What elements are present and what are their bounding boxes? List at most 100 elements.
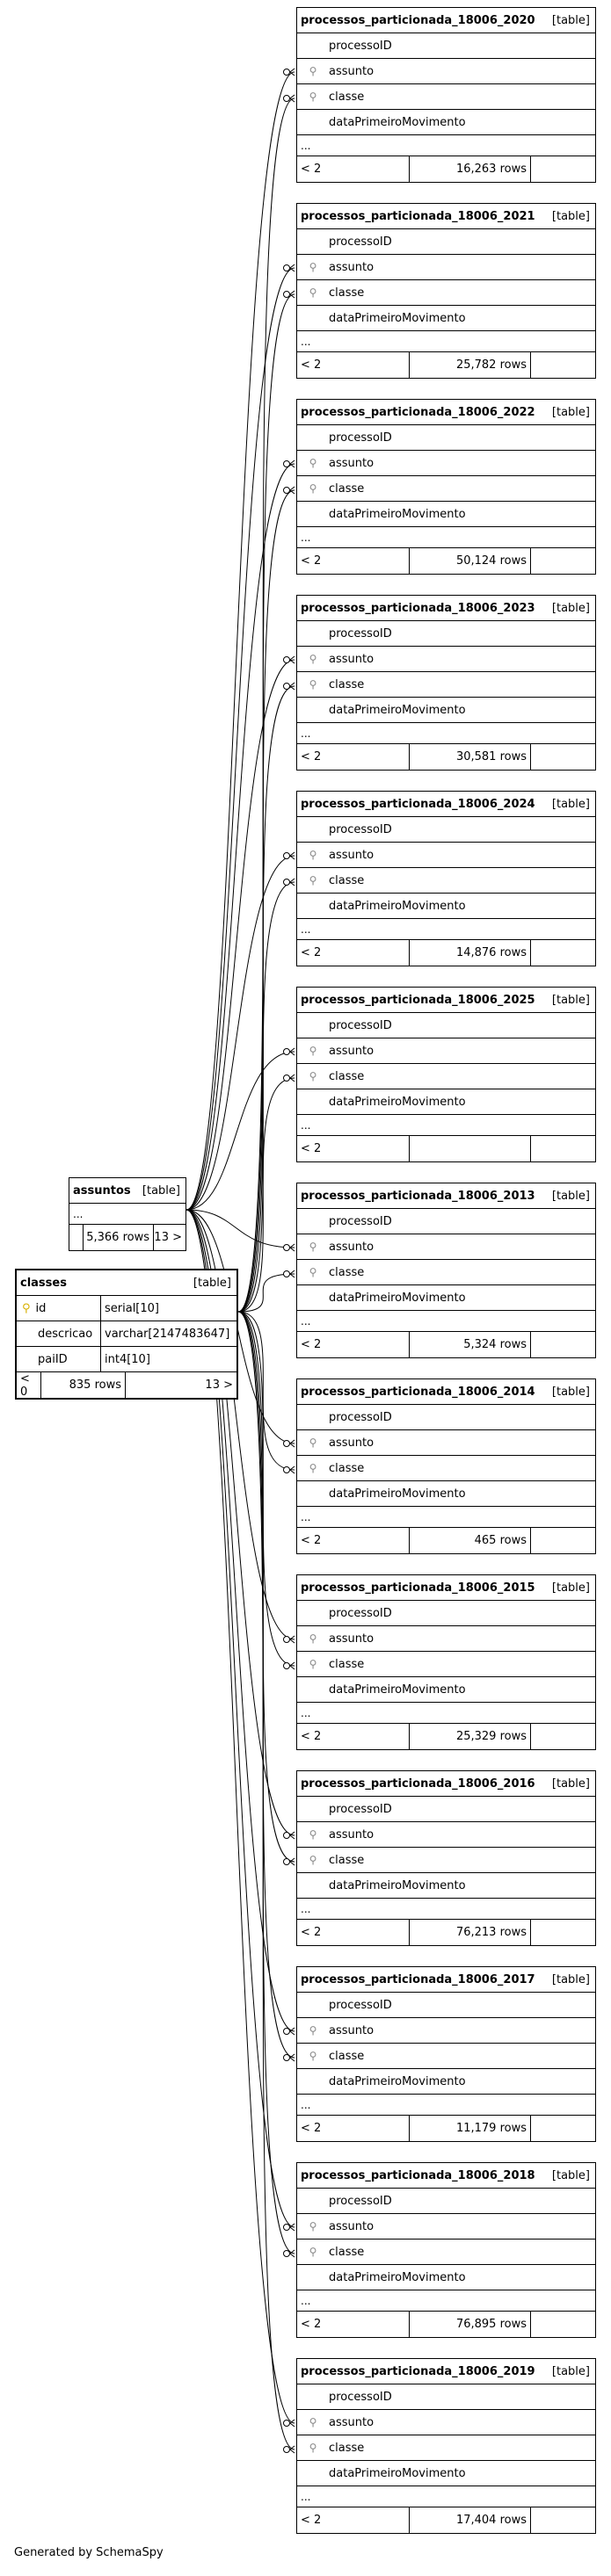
column-row-descricao: descricao varchar[2147483647] xyxy=(17,1321,236,1347)
more-columns: ... xyxy=(297,723,595,744)
column-row: ⚲assunto xyxy=(297,2018,595,2044)
table-kind: [table] xyxy=(551,1776,590,1791)
footer-left: < 0 xyxy=(17,1372,41,1399)
edge-endpoint-marker xyxy=(283,852,290,859)
column-name: processoID xyxy=(329,2390,392,2404)
column-name: classe xyxy=(329,1265,365,1279)
edge-crowfoot-marker xyxy=(289,1243,295,1252)
table-partition[interactable]: processos_particionada_18006_2017[table]… xyxy=(296,1966,596,2142)
table-partition[interactable]: processos_particionada_18006_2013[table]… xyxy=(296,1183,596,1358)
edge-crowfoot-marker xyxy=(289,2249,295,2258)
foreign-key-icon: ⚲ xyxy=(309,2442,317,2454)
column-name: assunto xyxy=(329,2219,375,2233)
column-name: dataPrimeiroMovimento xyxy=(329,311,466,325)
column-row: ⚲assunto xyxy=(297,2410,595,2435)
foreign-key-icon: ⚲ xyxy=(309,1045,317,1057)
column-row: dataPrimeiroMovimento xyxy=(297,2265,595,2290)
column-name: dataPrimeiroMovimento xyxy=(329,115,466,129)
column-row: processoID xyxy=(297,1797,595,1822)
foreign-key-icon: ⚲ xyxy=(309,1266,317,1278)
column-row: dataPrimeiroMovimento xyxy=(297,2461,595,2486)
table-partition[interactable]: processos_particionada_18006_2020[table]… xyxy=(296,7,596,183)
table-partition[interactable]: processos_particionada_18006_2024[table]… xyxy=(296,791,596,966)
table-partition[interactable]: processos_particionada_18006_2022[table]… xyxy=(296,399,596,575)
edge-classes xyxy=(237,1311,295,2450)
table-partition[interactable]: processos_particionada_18006_2015[table]… xyxy=(296,1574,596,1750)
footer-left: < 2 xyxy=(297,1724,410,1749)
edge-crowfoot-marker xyxy=(289,1465,295,1474)
column-row: dataPrimeiroMovimento xyxy=(297,306,595,331)
table-header: processos_particionada_18006_2023[table] xyxy=(297,596,595,621)
foreign-key-icon: ⚲ xyxy=(309,653,317,665)
table-header: processos_particionada_18006_2024[table] xyxy=(297,792,595,817)
column-row: processoID xyxy=(297,1209,595,1234)
table-partition[interactable]: processos_particionada_18006_2019[table]… xyxy=(296,2358,596,2534)
edge-crowfoot-marker xyxy=(289,459,295,468)
table-kind: [table] xyxy=(551,1385,590,1399)
table-partition[interactable]: processos_particionada_18006_2023[table]… xyxy=(296,595,596,771)
table-kind: [table] xyxy=(551,993,590,1007)
foreign-key-icon: ⚲ xyxy=(309,1828,317,1841)
edge-endpoint-marker xyxy=(283,1858,290,1865)
column-row-id: ⚲ id serial[10] xyxy=(17,1296,236,1321)
foreign-key-icon: ⚲ xyxy=(309,678,317,691)
edge-endpoint-marker xyxy=(283,69,290,76)
row-count: 25,329 rows xyxy=(410,1724,531,1749)
edge-crowfoot-marker xyxy=(289,682,295,691)
row-count: 76,895 rows xyxy=(410,2312,531,2337)
table-assuntos[interactable]: assuntos [table] ... 5,366 rows 13 > xyxy=(69,1177,186,1251)
foreign-key-icon: ⚲ xyxy=(309,1854,317,1866)
row-count: 30,581 rows xyxy=(410,744,531,770)
column-row: dataPrimeiroMovimento xyxy=(297,110,595,135)
edge-assuntos xyxy=(185,1051,295,1211)
table-partition[interactable]: processos_particionada_18006_2014[table]… xyxy=(296,1378,596,1554)
column-name: dataPrimeiroMovimento xyxy=(329,1095,466,1109)
row-count: 17,404 rows xyxy=(410,2507,531,2533)
edge-endpoint-marker xyxy=(283,1048,290,1055)
foreign-key-icon: ⚲ xyxy=(309,1241,317,1253)
foreign-key-icon: ⚲ xyxy=(309,2024,317,2037)
table-header: processos_particionada_18006_2019[table] xyxy=(297,2359,595,2384)
edge-classes xyxy=(237,1273,295,1313)
column-name: dataPrimeiroMovimento xyxy=(329,1682,466,1697)
column-row: processoID xyxy=(297,1601,595,1626)
foreign-key-icon: ⚲ xyxy=(309,1632,317,1645)
edge-crowfoot-marker xyxy=(289,2419,295,2428)
edge-assuntos xyxy=(185,1209,295,1836)
more-columns: ... xyxy=(297,527,595,548)
edge-crowfoot-marker xyxy=(289,1074,295,1082)
column-row: ⚲assunto xyxy=(297,843,595,868)
edge-endpoint-marker xyxy=(283,1636,290,1643)
edge-assuntos xyxy=(185,267,295,1211)
footer-left: < 2 xyxy=(297,2312,410,2337)
table-kind: [table] xyxy=(551,2364,590,2378)
table-partition[interactable]: processos_particionada_18006_2021 [table]… xyxy=(296,203,596,379)
foreign-key-icon: ⚲ xyxy=(309,482,317,495)
table-kind: [table] xyxy=(551,209,590,223)
edge-classes xyxy=(237,489,295,1313)
column-row: ⚲assunto xyxy=(297,647,595,672)
table-name: processos_particionada_18006_2021 xyxy=(301,209,535,223)
footer-right xyxy=(531,744,595,770)
footer-left: < 2 xyxy=(297,1136,410,1161)
more-columns: ... xyxy=(297,1507,595,1528)
generated-by-label: Generated by SchemaSpy xyxy=(14,2546,164,2559)
table-partition[interactable]: processos_particionada_18006_2016[table]… xyxy=(296,1770,596,1946)
column-row: dataPrimeiroMovimento xyxy=(297,1089,595,1115)
more-columns: ... xyxy=(297,1899,595,1920)
column-name: id xyxy=(35,1301,47,1315)
table-partition[interactable]: processos_particionada_18006_2025[table]… xyxy=(296,987,596,1162)
footer-left xyxy=(69,1225,84,1250)
edge-crowfoot-marker xyxy=(289,264,295,272)
column-name: assunto xyxy=(329,848,375,862)
column-row: processoID xyxy=(297,2189,595,2214)
column-row: dataPrimeiroMovimento xyxy=(297,894,595,919)
table-partition[interactable]: processos_particionada_18006_2018[table]… xyxy=(296,2162,596,2338)
column-row: ⚲assunto xyxy=(297,59,595,84)
table-classes[interactable]: classes [table] ⚲ id serial[10] descrica… xyxy=(15,1269,238,1400)
edge-assuntos xyxy=(185,659,295,1211)
